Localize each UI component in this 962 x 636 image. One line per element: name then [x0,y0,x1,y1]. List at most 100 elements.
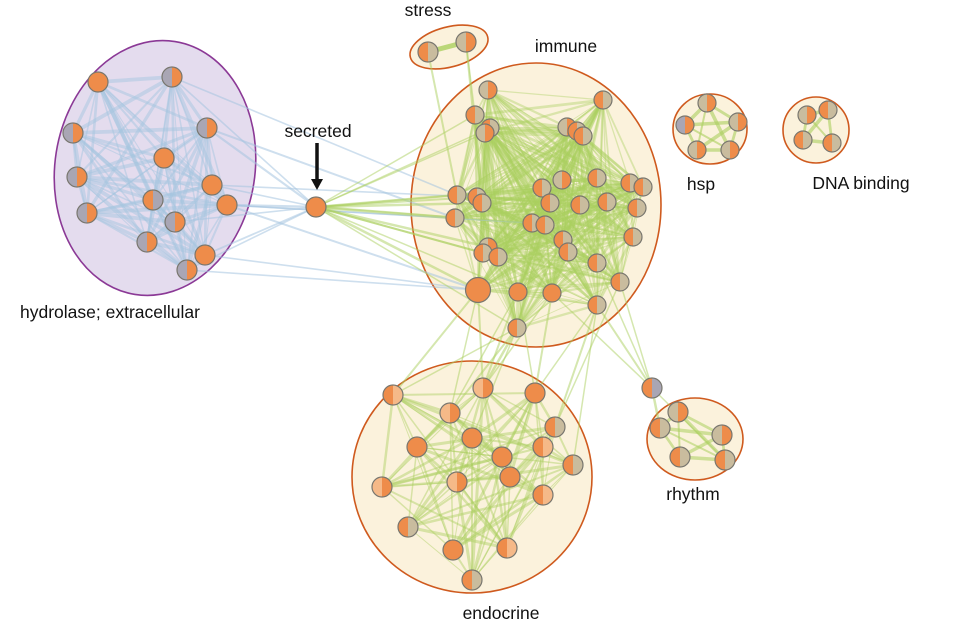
cluster-immune-edge [566,126,598,306]
cluster-immune-edge [483,131,490,249]
cluster-hydrolase-edge [71,131,207,257]
cluster-immune-edge [477,289,598,306]
cluster-endocrine-edge [455,480,509,550]
cluster-hydrolase-edge [76,81,99,178]
node-endocrine-half [555,417,565,437]
cluster-endocrine-edge [415,445,509,550]
cluster-immune-edge [549,126,568,204]
label-hydrolase-extracellular: hydrolase; extracellular [20,302,200,322]
cluster-immune-edge [497,126,568,258]
node-hsp-outline [728,112,748,132]
cross-edge [482,291,519,389]
cluster-immune-edge [487,89,604,101]
cluster-immune-edge [455,193,554,295]
cluster-hydrolase-edge [71,126,209,135]
node-hydrolase-half [212,175,222,195]
cross-edge [427,51,458,196]
node-stress-outline [417,41,439,63]
node-endocrine-outline [439,402,461,424]
cluster-immune-edge [541,135,584,189]
cross-edge [449,327,518,414]
cross-edge [315,206,533,224]
node-hydrolase-half [175,212,185,232]
cross-edge [314,205,490,249]
node-endocrine-half [507,538,517,558]
node-immune-half [603,91,612,109]
node-hydrolase-half [87,203,97,223]
cluster-immune-edge [550,185,645,295]
cluster-immune-edge [487,187,543,248]
cluster-immune-edge [456,114,476,196]
cluster-immune-edge [487,89,634,238]
cluster-immune-edge [549,202,638,209]
cluster-immune-edge [473,113,645,189]
cluster-immune-edge [578,203,622,284]
node-hsp-half [685,116,694,134]
cluster-immune-edge [486,88,609,204]
node-rhythm-outline [711,424,733,446]
cluster-immune-edge [482,135,584,254]
node-hydrolase-half [187,260,197,280]
cluster-immune-edge [484,132,598,179]
cross-edge [465,41,476,116]
cluster-immune-edge [481,126,568,204]
cluster-immune-edge [481,202,634,238]
cluster-immune-edge [562,99,604,241]
cluster-endocrine-edge [415,425,557,449]
cluster-endocrine-edge [482,387,556,428]
node-endocrine-half [502,447,512,467]
secreted-arrow [311,143,323,190]
cluster-immune-edge [476,200,609,292]
cross-edge [554,281,621,428]
cluster-immune-edge [453,216,565,242]
cluster-immune-edge [516,261,599,294]
cluster-immune-edge [602,99,621,283]
cluster-immune-edge [560,178,599,265]
node-endocrine-outline [491,446,513,468]
cluster-immune-edge [487,127,491,248]
cluster-immune-edge [550,125,569,295]
node-stress-half [466,32,476,52]
node-hydrolase-half [227,195,237,215]
cluster-endocrine-edge [481,386,509,550]
secreted-node-half [316,197,326,217]
cluster-immune-edge [489,127,563,181]
cluster-immune-edge [487,89,543,189]
cluster-endocrine-edge [451,391,537,552]
node-endocrine-outline [446,471,468,493]
cluster-immune-edge [578,98,605,207]
cluster-immune-edge [581,134,632,185]
cluster-immune-edge [575,129,599,265]
cluster-rhythm-edge [659,427,726,461]
cluster-endocrine-edge [482,387,574,466]
cluster-immune-edge [486,88,569,129]
node-hydrolase-outline [87,71,109,93]
cross-edge [206,127,456,219]
node-immune-half [597,169,606,187]
cluster-immune-edge [567,130,578,253]
cluster-immune-edge [483,131,547,227]
node-immune-outline [535,215,555,235]
cluster-immune-edge [550,206,639,295]
cluster-immune-edge [516,186,644,329]
cluster-immune-edge [605,200,622,284]
node-hydrolase-outline [62,122,84,144]
node-immune-outline [488,247,508,267]
cluster-immune-edge [497,239,564,258]
label-hsp: hsp [687,174,715,194]
node-hydrolase-outline [176,259,198,281]
node-immune-half [550,194,559,212]
cluster-endocrine-edge [381,387,484,488]
cluster-endocrine-edge [392,394,511,478]
cluster-immune-edge [561,179,621,283]
cluster-immune-edge [575,129,622,284]
node-dna-binding-half [832,134,841,152]
cluster-immune-edge [550,280,622,295]
label-secreted: secreted [284,121,351,141]
node-stress-half [428,42,438,62]
node-endocrine-outline [371,476,393,498]
cross-edge [481,326,519,390]
cluster-endocrine-edge [471,392,536,581]
cluster-hydrolase-edge [75,175,214,187]
node-immune-outline [472,193,492,213]
